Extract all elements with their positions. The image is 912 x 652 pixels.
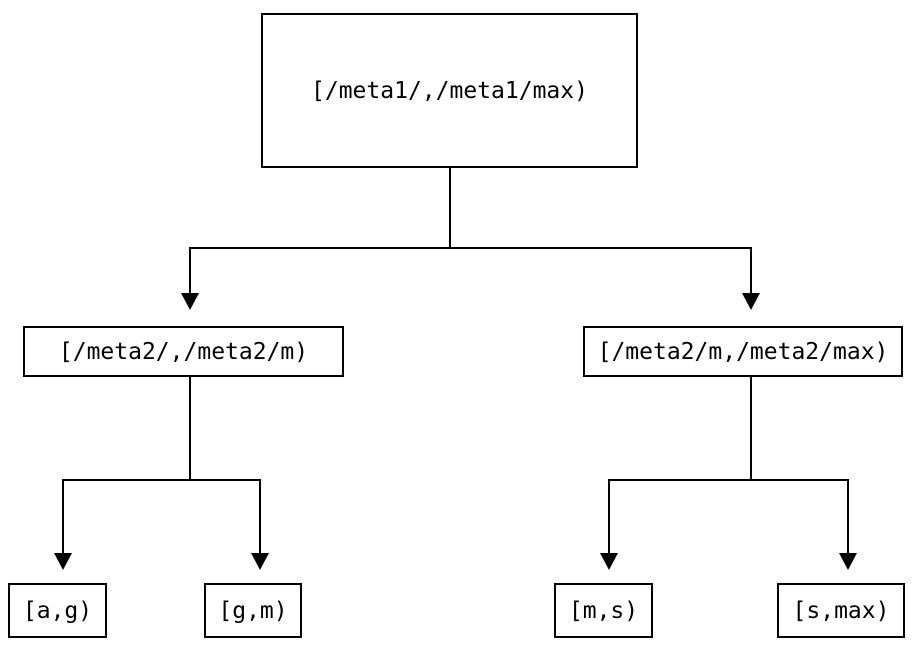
arrowhead-to-gm-icon: [251, 553, 269, 570]
edge-left-to-gm-line: [259, 479, 261, 553]
edge-root-to-right-line: [750, 247, 752, 294]
node-leaf-ms: [m,s): [554, 583, 653, 638]
edge-left-to-ag-line: [62, 479, 64, 553]
node-meta2-right: [/meta2/m,/meta2/max): [583, 326, 903, 377]
node-meta2-left-label: [/meta2/,/meta2/m): [58, 338, 309, 365]
arrowhead-to-ag-icon: [54, 553, 72, 570]
node-leaf-smax-label: [s,max): [792, 597, 890, 624]
edge-root-branch-line: [189, 247, 752, 249]
node-leaf-smax: [s,max): [777, 583, 905, 638]
node-meta2-left: [/meta2/,/meta2/m): [23, 326, 344, 377]
arrowhead-to-smax-icon: [839, 553, 857, 570]
node-root-label: [/meta1/,/meta1/max): [311, 77, 588, 104]
node-leaf-ag: [a,g): [8, 583, 107, 638]
node-root: [/meta1/,/meta1/max): [261, 13, 638, 168]
edge-right-branch-line: [608, 479, 849, 481]
edge-left-stem-line: [189, 377, 191, 480]
node-leaf-gm-label: [g,m): [218, 597, 288, 624]
node-meta2-right-label: [/meta2/m,/meta2/max): [597, 338, 889, 365]
node-leaf-ms-label: [m,s): [568, 597, 639, 624]
arrowhead-to-meta2-right-icon: [742, 293, 760, 310]
edge-right-to-smax-line: [847, 479, 849, 553]
node-leaf-ag-label: [a,g): [22, 597, 93, 624]
edge-left-branch-line: [62, 479, 261, 481]
arrowhead-to-ms-icon: [600, 553, 618, 570]
edge-right-stem-line: [750, 377, 752, 480]
edge-right-to-ms-line: [608, 479, 610, 553]
edge-root-to-left-line: [189, 247, 191, 294]
edge-root-stem-line: [449, 168, 451, 248]
node-leaf-gm: [g,m): [204, 583, 302, 638]
arrowhead-to-meta2-left-icon: [181, 293, 199, 310]
